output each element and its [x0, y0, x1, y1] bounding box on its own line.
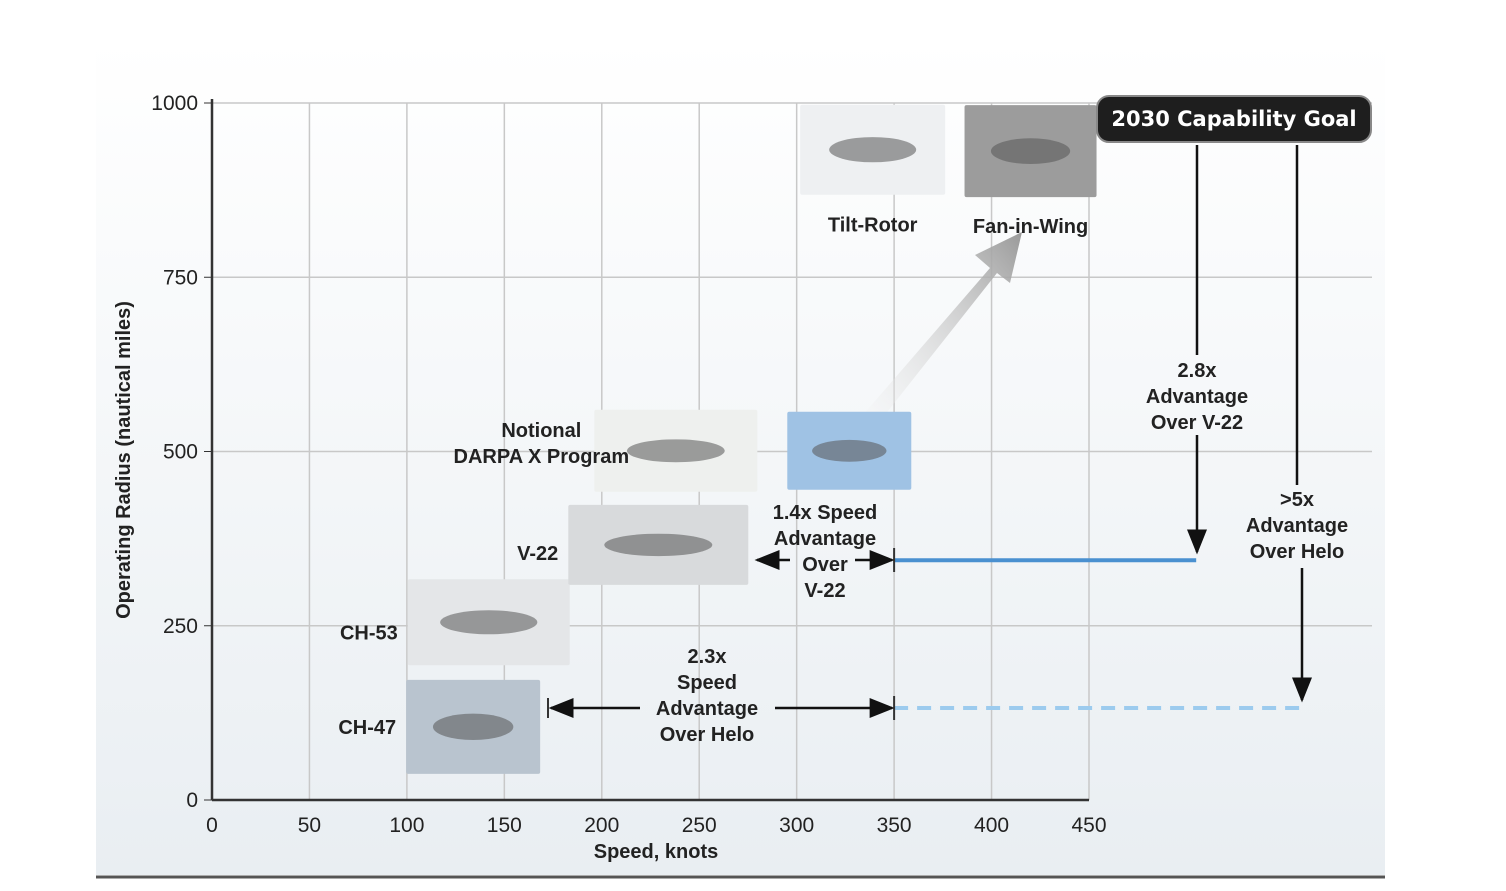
- goal-box-label: 2030 Capability Goal: [1111, 107, 1356, 131]
- aircraft-label: CH-53: [340, 622, 398, 644]
- annotation-helo-advantage: Advantage: [1246, 515, 1348, 537]
- x-tick-label: 150: [487, 814, 522, 837]
- aircraft-label: Tilt-Rotor: [828, 215, 918, 237]
- aircraft-label: V-22: [517, 543, 558, 565]
- x-tick-label: 200: [584, 814, 619, 837]
- x-tick-label: 50: [298, 814, 321, 837]
- x-tick-label: 0: [206, 814, 218, 837]
- x-tick-label: 300: [779, 814, 814, 837]
- annotation-v22-speed: 1.4x Speed: [773, 502, 878, 524]
- annotation-helo-advantage: Over Helo: [1250, 541, 1344, 563]
- y-tick-label: 250: [163, 615, 198, 638]
- aircraft-silhouette-icon: [829, 137, 917, 163]
- aircraft-label: CH-47: [338, 717, 396, 739]
- annotation-v22-advantage: Advantage: [1146, 386, 1248, 408]
- aircraft-silhouette-icon: [440, 610, 538, 635]
- aircraft-silhouette-icon: [604, 533, 713, 557]
- trend-arrow: [850, 232, 1022, 440]
- annotation-helo-speed: Speed: [677, 672, 737, 694]
- aircraft-silhouette-icon: [990, 138, 1071, 164]
- aircraft-silhouette-icon: [432, 713, 514, 740]
- aircraft-label: DARPA X Program: [454, 446, 630, 468]
- aircraft-silhouette-icon: [812, 439, 887, 462]
- annotation-helo-advantage: >5x: [1280, 489, 1314, 511]
- annotation-v22-speed: V-22: [804, 580, 845, 602]
- annotation-helo-speed: Advantage: [656, 698, 758, 720]
- annotation-v22-speed: Advantage: [774, 528, 876, 550]
- y-tick-label: 500: [163, 441, 198, 464]
- y-tick-label: 0: [186, 789, 198, 812]
- y-axis-label: Operating Radius (nautical miles): [113, 301, 135, 619]
- annotation-helo-speed: 2.3x: [688, 646, 727, 668]
- aircraft-silhouette-icon: [626, 439, 725, 463]
- y-tick-label: 1000: [151, 92, 198, 115]
- annotation-v22-advantage: Over V-22: [1151, 412, 1243, 434]
- x-tick-label: 100: [389, 814, 424, 837]
- y-tick-label: 750: [163, 266, 198, 289]
- x-axis-label: Speed, knots: [594, 841, 718, 863]
- aircraft-label: Notional: [501, 420, 581, 442]
- aircraft-label: Fan-in-Wing: [973, 216, 1088, 238]
- x-tick-label: 250: [682, 814, 717, 837]
- goal-box: [1096, 95, 1372, 143]
- x-tick-label: 450: [1071, 814, 1106, 837]
- x-tick-label: 400: [974, 814, 1009, 837]
- x-tick-label: 350: [877, 814, 912, 837]
- annotation-v22-advantage: 2.8x: [1178, 360, 1217, 382]
- annotation-helo-speed: Over Helo: [660, 724, 754, 746]
- annotation-v22-speed: Over: [802, 554, 848, 576]
